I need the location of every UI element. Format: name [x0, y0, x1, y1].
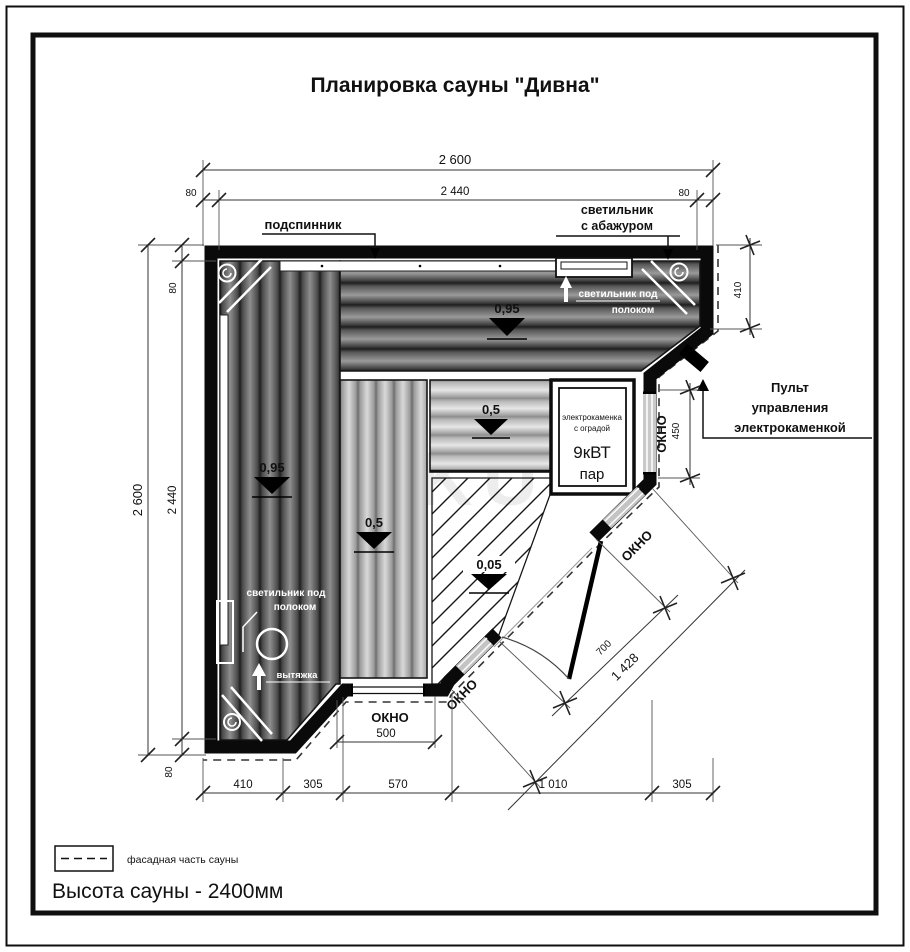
- legend: фасадная часть сауны: [54, 845, 238, 872]
- corner-light-bottom-left: [221, 686, 273, 742]
- backrest-strips: [219, 257, 633, 646]
- down-arrow-icon: [663, 249, 673, 260]
- backrest-strip-left: [219, 314, 229, 646]
- heater-power: 9кВТ: [573, 443, 610, 462]
- elevation-mark: 0,95: [487, 301, 527, 340]
- light-icon: [217, 263, 237, 283]
- down-arrow-icon: [370, 248, 380, 259]
- light-icon: [669, 262, 689, 282]
- up-arrow-icon: [252, 663, 266, 676]
- dim-right-bevel: 410: [733, 281, 744, 298]
- exhaust-label: вытяжка: [277, 670, 319, 681]
- dim-bottom-5: 305: [672, 779, 691, 791]
- elevation-mark: 0,5: [472, 402, 510, 439]
- dim-bottom-3: 570: [388, 779, 407, 791]
- control-label-1: Пульт: [771, 380, 809, 395]
- control-panel-box: [679, 344, 709, 372]
- control-label-3: электрокаменкой: [734, 420, 846, 435]
- heater-label-line2: с оградой: [574, 424, 610, 433]
- corner-light-top-left: [217, 258, 272, 313]
- window-diagonal-upper: [602, 486, 646, 529]
- svg-text:0,05: 0,05: [476, 557, 501, 572]
- leader-labels: подспинник светильник с абажуром Пульт у…: [262, 203, 872, 439]
- window-label-right: ОКНО: [654, 415, 669, 453]
- light-icon: [223, 713, 241, 731]
- benches: [219, 260, 701, 741]
- svg-text:0,95: 0,95: [259, 460, 284, 475]
- door-leaf: [566, 540, 604, 680]
- dim-door-width: 700: [594, 638, 614, 658]
- sheet-borders: [5, 5, 905, 947]
- dimension-ticks: [140, 162, 761, 801]
- dim-top-right-offset: 80: [678, 188, 690, 199]
- lamp-under-shelf-bottom: светильник под полоком: [216, 588, 327, 664]
- lamp-shade-label-2: с абажуром: [581, 219, 653, 233]
- drawing-title: Планировка сауны "Дивна": [310, 74, 599, 97]
- svg-text:0,5: 0,5: [482, 402, 500, 417]
- lamp-under-shelf-label-2: полоком: [274, 602, 316, 613]
- dimension-lines: [147, 169, 751, 811]
- lamp-under-shelf-label-2: полоком: [612, 305, 654, 316]
- corner-light-top-right: [641, 260, 696, 315]
- svg-text:0,5: 0,5: [365, 515, 383, 530]
- window-label-bottom: ОКНО: [371, 710, 409, 725]
- control-panel-callout: Пульт управления электрокаменкой: [679, 344, 872, 439]
- dim-right-window: 450: [671, 422, 682, 439]
- backrest-callout: подспинник: [262, 217, 380, 259]
- bench-mid-left: [339, 379, 428, 679]
- dim-left-bottom-offset: 80: [164, 766, 175, 778]
- elevation-mark: 0,5: [354, 515, 394, 553]
- elevation-mark: 0,95: [252, 460, 292, 498]
- dim-left-total: 2 600: [130, 484, 145, 517]
- lamp-under-shelf-label-1: светильник под: [579, 289, 659, 300]
- dim-bottom-2: 305: [303, 779, 322, 791]
- dim-top-left-offset: 80: [185, 188, 197, 199]
- window-diagonal-lower: [455, 636, 494, 675]
- dim-top-inner: 2 440: [441, 186, 470, 198]
- heater: электрокаменка с оградой 9кВТ пар: [549, 378, 636, 496]
- elevation-marks: 0,95 0,95 0,5 0,5 0,05: [252, 301, 527, 594]
- window-bottom: [351, 683, 425, 697]
- height-note: Высота сауны - 2400мм: [52, 880, 283, 903]
- window-label-diagonal-upper: ОКНО: [618, 527, 655, 564]
- up-arrow-icon: [560, 276, 572, 288]
- legend-symbol-box: [54, 845, 114, 872]
- dim-front-total: 1 428: [608, 650, 642, 684]
- windows: [351, 391, 656, 697]
- lamp-shade-label-1: светильник: [581, 203, 654, 217]
- heater-label-line1: электрокаменка: [562, 413, 622, 422]
- elevation-mark: 0,05: [463, 556, 515, 594]
- cross-ticks: [522, 234, 761, 795]
- ceiling-lamp: [555, 257, 633, 278]
- legend-label: фасадная часть сауны: [127, 854, 238, 866]
- door-swing-arc: [501, 636, 570, 680]
- heater-type: пар: [580, 466, 605, 483]
- dim-bottom-1: 410: [233, 779, 252, 791]
- window-right: [643, 391, 656, 475]
- door: [501, 540, 604, 680]
- dim-bottom-4: 1 010: [539, 779, 568, 791]
- dim-top-total: 2 600: [439, 152, 472, 167]
- dim-bottom-window: 500: [376, 728, 395, 740]
- dim-left-top-offset: 80: [168, 282, 179, 294]
- lamp-under-shelf-label-1: светильник под: [247, 588, 327, 599]
- svg-text:0,95: 0,95: [494, 301, 519, 316]
- exhaust: вытяжка: [252, 627, 330, 690]
- backrest-label: подспинник: [265, 217, 342, 232]
- control-label-2: управления: [752, 400, 829, 415]
- lamp-shade-callout: светильник с абажуром: [556, 203, 680, 260]
- up-arrow-icon: [697, 379, 709, 391]
- extension-lines: [138, 160, 762, 802]
- dim-left-inner: 2 440: [167, 486, 179, 515]
- bench-left: [219, 260, 341, 741]
- corner-light-fixtures: [217, 258, 696, 742]
- exhaust-icon: [255, 627, 289, 661]
- bench-top: [339, 260, 701, 372]
- door-threshold-line: [493, 547, 593, 648]
- lamp-under-shelf-top: светильник под полоком: [560, 276, 660, 316]
